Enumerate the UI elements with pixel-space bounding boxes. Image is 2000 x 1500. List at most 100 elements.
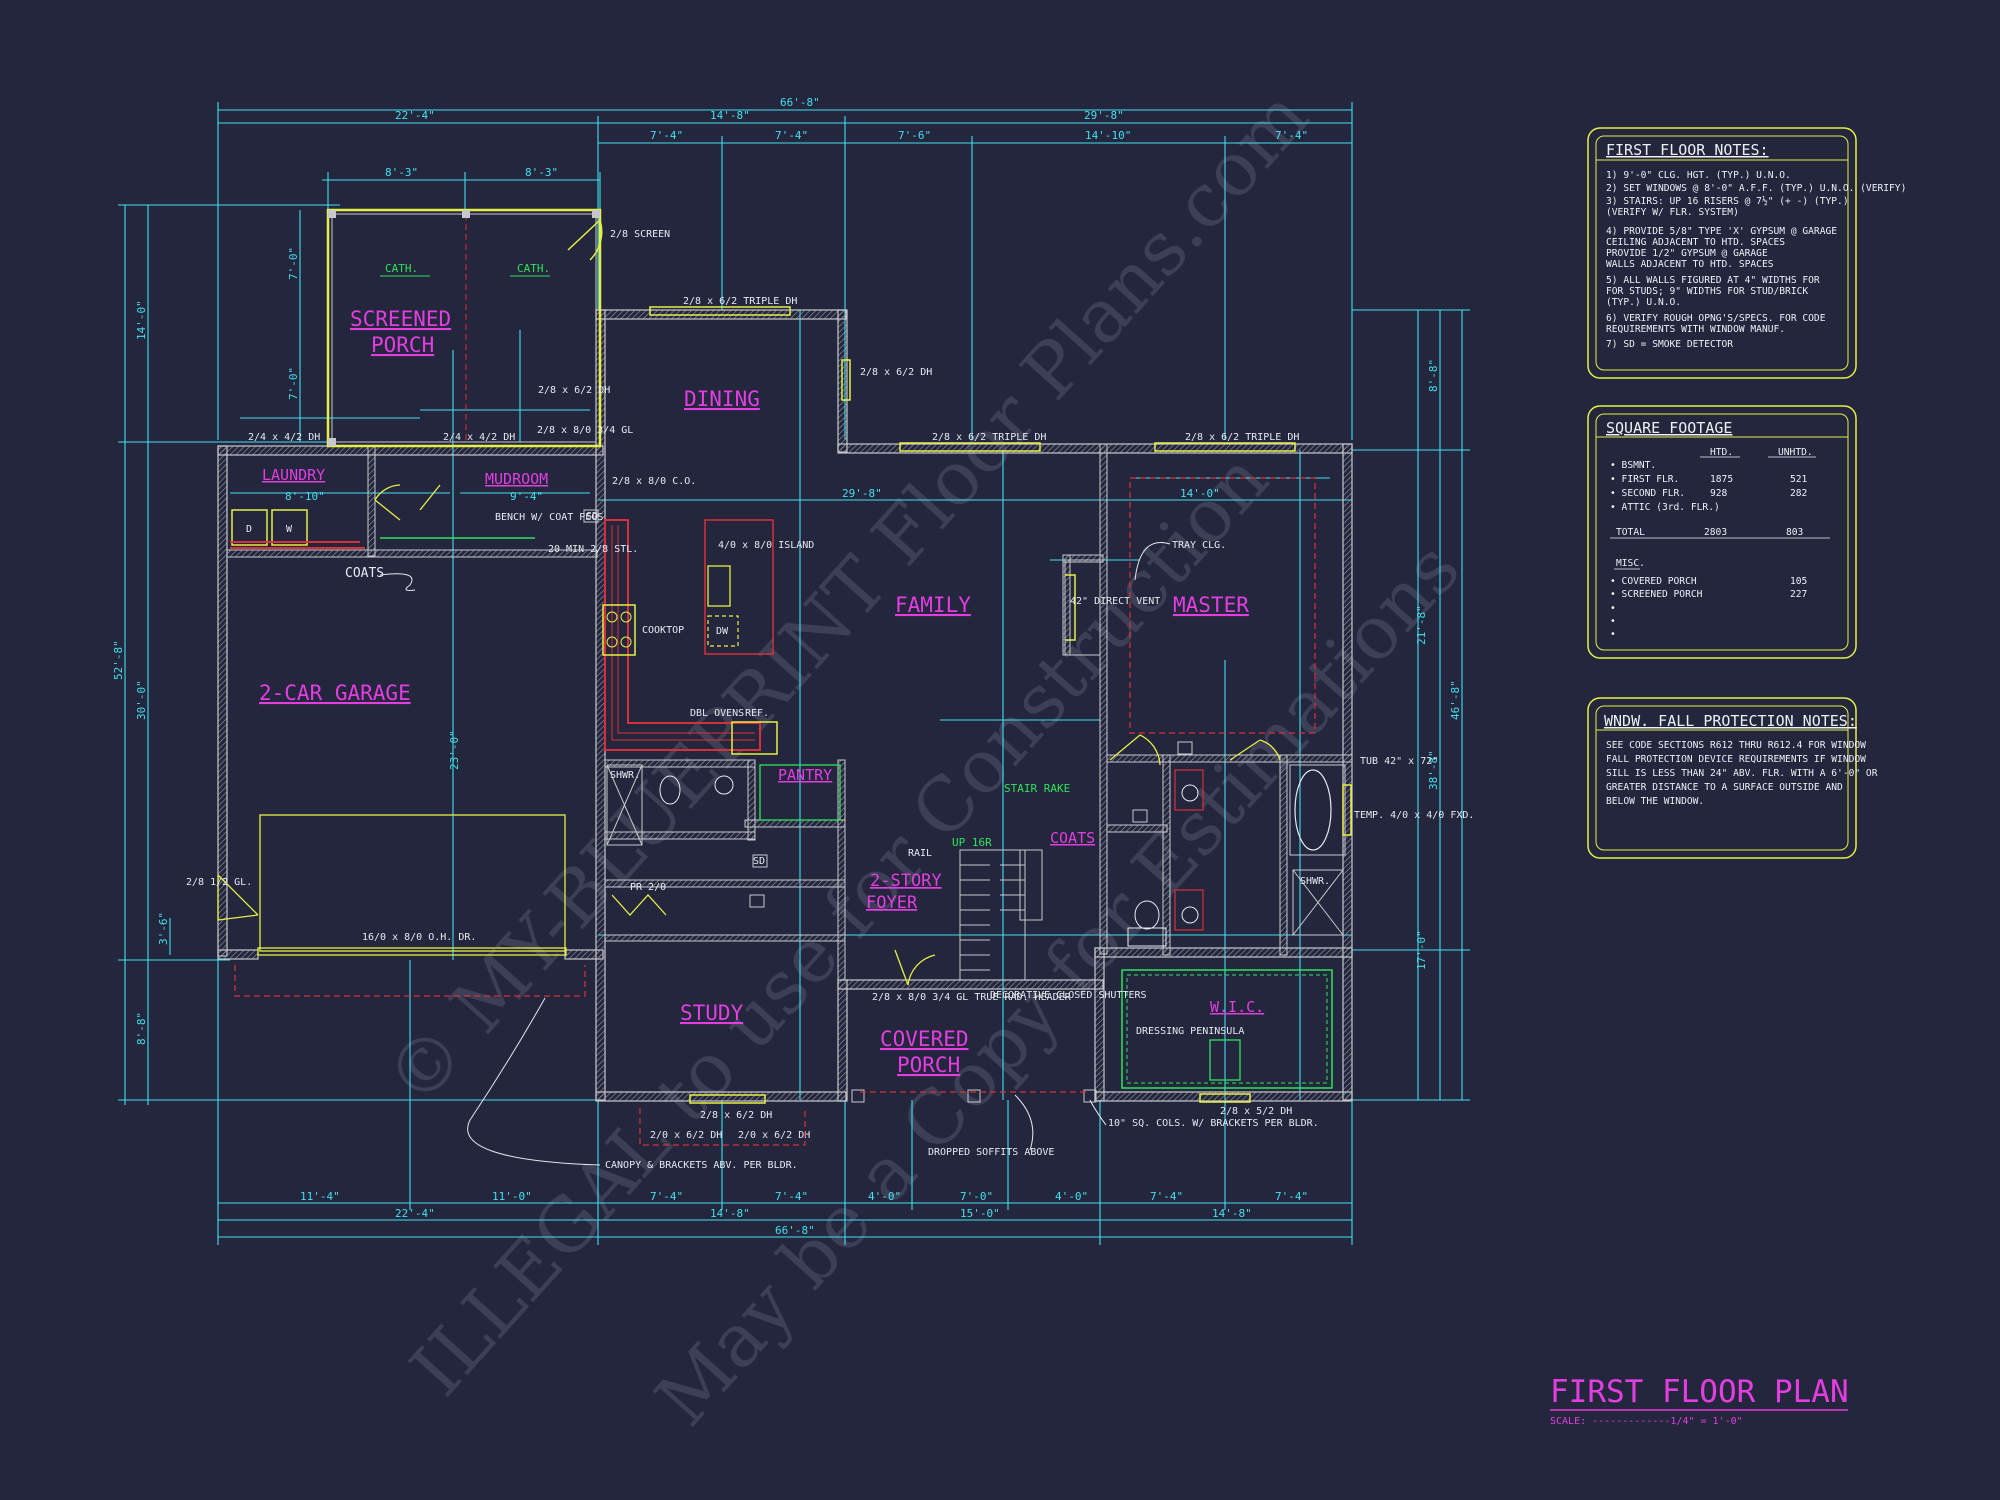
dim-sub-top-1: 7'-4" (650, 129, 683, 142)
dim-left-2: 52'-8" (112, 640, 125, 680)
sqft-bullet: • (1610, 616, 1616, 627)
dim-sub-top-4: 14'-10" (1085, 129, 1131, 142)
col-heated: HTD. (1710, 447, 1733, 458)
dim-bottom-8: 7'-4" (1150, 1190, 1183, 1203)
dim-29-8: 29'-8" (842, 487, 882, 500)
sqft-row-unhtd: 282 (1790, 488, 1807, 499)
note-line: 7) SD = SMOKE DETECTOR (1606, 339, 1733, 350)
kitchen-cased-opening-label: 2/8 x 8/0 C.O. (612, 476, 696, 487)
dim-bottom-row2-3: 15'-0" (960, 1207, 1000, 1220)
wic-window-label: 2/8 x 5/2 DH (1220, 1106, 1292, 1117)
dim-bottom-1: 11'-4" (300, 1190, 340, 1203)
soffits-label: DROPPED SOFFITS ABOVE (928, 1147, 1054, 1158)
master-suite: 2/8 x 6/2 TRIPLE DH TRAY CLG. MASTER TUB… (1109, 432, 1474, 947)
laundry-mudroom: 2/4 x 4/2 DH 2/4 x 4/2 DH 2/8 x 8/0 3/4 … (230, 425, 638, 591)
dim-sub-top-2: 7'-4" (775, 129, 808, 142)
sqft-row-htd: 928 (1710, 488, 1728, 499)
dim-sub-top-5: 7'-4" (1275, 129, 1308, 142)
coats-garage-label: COATS (345, 566, 384, 581)
dim-bottom-row2-1: 22'-4" (395, 1207, 435, 1220)
master-window-label: 2/8 x 6/2 TRIPLE DH (1185, 432, 1299, 443)
note-line: 6) VERIFY ROUGH OPNG'S/SPECS. FOR CODE (1606, 313, 1826, 324)
note-line: (VERIFY W/ FLR. SYSTEM) (1606, 207, 1739, 218)
dim-right-block-top: 29'-8" (1084, 109, 1124, 122)
screen-door-label: 2/8 SCREEN (610, 229, 670, 240)
dim-overall-top: 66'-8" (780, 96, 820, 109)
room-dining: DINING (684, 387, 760, 411)
dim-right-4: 38'-8" (1427, 750, 1440, 790)
fall-protection-title: WNDW. FALL PROTECTION NOTES: (1604, 712, 1857, 730)
room-master: MASTER (1173, 593, 1249, 617)
master-shower-label: SHWR. (1300, 876, 1330, 887)
dim-bottom-row2-2: 14'-8" (710, 1207, 750, 1220)
dim-bottom-9: 7'-4" (1275, 1190, 1308, 1203)
dim-8-10: 8'-10" (285, 490, 325, 503)
canopy-label: CANOPY & BRACKETS ABV. PER BLDR. (605, 1160, 798, 1171)
foyer-stairs: STAIR RAKE UP 16R RAIL 2-STORY FOYER COA… (866, 782, 1147, 1003)
plan-title-block: FIRST FLOOR PLAN SCALE: -------------1/4… (1550, 1374, 1849, 1427)
room-pantry: PANTRY (778, 766, 832, 784)
sd-hall: SD (753, 856, 765, 867)
bench-label: BENCH W/ COAT PEGS (495, 512, 603, 523)
rail-label: RAIL (908, 848, 932, 859)
up-label: UP 16R (952, 836, 992, 849)
garage-side-door-label: 2/8 1/2 GL. (186, 877, 252, 888)
dim-9-4: 9'-4" (510, 490, 543, 503)
first-floor-notes-title: FIRST FLOOR NOTES: (1606, 141, 1769, 159)
dim-porch-1: 8'-3" (385, 166, 418, 179)
family-window-label: 2/8 x 6/2 TRIPLE DH (932, 432, 1046, 443)
porch-window-label: 2/8 x 6/2 DH (538, 385, 610, 396)
dim-bottom-overall: 66'-8" (775, 1224, 815, 1237)
sqft-bullet: • (1610, 603, 1616, 614)
note-line: PROVIDE 1/2" GYPSUM @ GARAGE (1606, 248, 1768, 259)
sqft-misc-label: MISC. (1616, 558, 1645, 569)
kitchen: 4/0 x 8/0 ISLAND DW COOKTOP DBL OVENS RE… (602, 519, 814, 755)
note-line: CEILING ADJACENT TO HTD. SPACES (1606, 237, 1785, 248)
stair-rake-label: STAIR RAKE (1004, 782, 1070, 795)
cathedral-label-1: CATH. (385, 262, 418, 275)
note-line: 3) STAIRS: UP 16 RISERS @ 7½" (+ -) (TYP… (1606, 195, 1849, 207)
dim-bottom-6: 7'-0" (960, 1190, 993, 1203)
hall-shower-label: SHWR. (610, 770, 640, 781)
room-study: STUDY (680, 1001, 744, 1025)
fall-note-line: GREATER DISTANCE TO A SURFACE OUTSIDE AN… (1606, 782, 1843, 793)
study-window-label-1: 2/8 x 6/2 DH (700, 1110, 772, 1121)
dim-14-0: 14'-0" (1180, 487, 1220, 500)
fall-note-line: SEE CODE SECTIONS R612 THRU R612.4 FOR W… (1606, 740, 1866, 751)
fireplace-label: 42" DIRECT VENT (1070, 596, 1160, 607)
dim-bottom-2: 11'-0" (492, 1190, 532, 1203)
note-line: 1) 9'-0" CLG. HGT. (TYP.) U.N.O. (1606, 170, 1791, 181)
room-laundry: LAUNDRY (262, 466, 325, 484)
fall-note-line: SILL IS LESS THAN 24" ABV. FLR. WITH A 6… (1606, 768, 1878, 779)
dim-mid-block-top: 14'-8" (710, 109, 750, 122)
family-room: 2/8 x 6/2 TRIPLE DH FAMILY 42" DIRECT VE… (895, 432, 1160, 656)
room-coats-foyer: COATS (1050, 829, 1095, 847)
note-line: (TYP.) U.N.O. (1606, 297, 1681, 308)
fall-note-line: BELOW THE WINDOW. (1606, 796, 1704, 807)
room-family: FAMILY (895, 593, 971, 617)
fridge-label: REF. (745, 708, 769, 719)
room-mudroom: MUDROOM (485, 470, 548, 488)
col-unheated: UNHTD. (1778, 447, 1813, 458)
dim-left-7: 3'-6" (157, 912, 170, 945)
dim-bottom-row2-4: 14'-8" (1212, 1207, 1252, 1220)
cooktop-label: COOKTOP (642, 625, 684, 636)
dim-left-1: 14'-0" (135, 300, 148, 340)
room-foyer-1: 2-STORY (870, 871, 942, 891)
first-floor-notes-panel: FIRST FLOOR NOTES: 1) 9'-0" CLG. HGT. (T… (1587, 127, 1906, 379)
covered-porch: COVERED PORCH DROPPED SOFFITS ABOVE 10" … (851, 1027, 1319, 1158)
dim-23-0: 23'-0" (448, 730, 461, 770)
dining-side-window-label: 2/8 x 6/2 DH (860, 367, 932, 378)
note-line: WALLS ADJACENT TO HTD. SPACES (1606, 259, 1774, 270)
study: STUDY 2/8 x 6/2 DH 2/0 x 6/2 DH 2/0 x 6/… (467, 997, 810, 1171)
tray-ceiling-label: TRAY CLG. (1172, 540, 1226, 551)
laundry-window-label: 2/4 x 4/2 DH (248, 432, 320, 443)
sqft-misc-value: 227 (1790, 589, 1808, 600)
first-floor-notes-list: 1) 9'-0" CLG. HGT. (TYP.) U.N.O. 2) SET … (1606, 170, 1906, 350)
entry-door-label: 2/8 x 8/0 3/4 GL TRUE RAD. HEADER (872, 992, 1072, 1003)
dining-room: 2/8 x 6/2 TRIPLE DH 2/8 x 6/2 DH DINING … (612, 296, 932, 487)
room-covered-porch-1: COVERED (880, 1027, 969, 1051)
shutters-label: DECORATIVE CLOSED SHUTTERS (990, 990, 1147, 1001)
washer-label: W (286, 524, 293, 535)
dim-porch-2: 8'-3" (525, 166, 558, 179)
